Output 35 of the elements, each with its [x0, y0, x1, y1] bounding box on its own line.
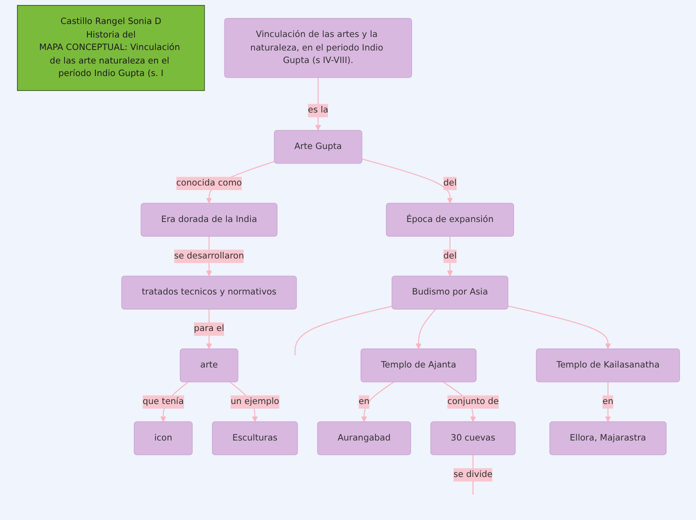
edge-label: del — [442, 250, 456, 261]
edge-label: en — [602, 396, 613, 407]
node-box: Castillo Rangel Sonia D Historia del MAPA CONCEPTUAL: Vinculación de las arte naturaleza en el período Indio Gupta (s. I — [16, 5, 204, 91]
node-box: icon — [133, 421, 192, 456]
node-box: Budismo por Asia — [391, 276, 508, 310]
arrow — [446, 236, 452, 276]
edge-label: se divide — [453, 470, 492, 480]
node-box: Aurangabad — [316, 421, 411, 456]
edge-label: conjunto de — [446, 396, 498, 407]
node-box: Época de expansión — [385, 202, 514, 237]
node-box: Esculturas — [212, 421, 298, 456]
node-box: Templo de Ajanta — [360, 348, 476, 382]
edge-label: conocida como — [176, 178, 242, 188]
arrow — [360, 382, 394, 422]
node-box: Vinculación de las artes y la naturaleza, en el periodo Indio Gupta (s IV-VIII). — [224, 18, 412, 78]
node-box: Arte Gupta — [273, 130, 362, 164]
arrow — [361, 158, 452, 204]
arrow — [507, 305, 610, 350]
node-box: arte — [179, 348, 238, 382]
arrow — [314, 78, 321, 131]
node-box: Era dorada de la India — [140, 202, 277, 237]
node-box: Ellora, Majarastra — [548, 421, 666, 456]
edge-label: en — [358, 396, 370, 407]
edge-label: es la — [307, 105, 328, 116]
arrow — [415, 308, 436, 350]
edge-label: para el — [193, 324, 224, 334]
connector — [294, 306, 392, 356]
node-box: 30 cuevas — [430, 421, 516, 456]
node-box: tratados tecnicos y normativos — [120, 276, 296, 310]
edge-label: del — [442, 178, 456, 188]
edge-label: que tenía — [142, 396, 184, 407]
edge-label: un ejemplo — [230, 396, 279, 407]
arrow — [604, 382, 610, 422]
node-box: Templo de Kailasanatha — [535, 348, 680, 382]
edge-label: se desarrollaron — [174, 250, 244, 261]
